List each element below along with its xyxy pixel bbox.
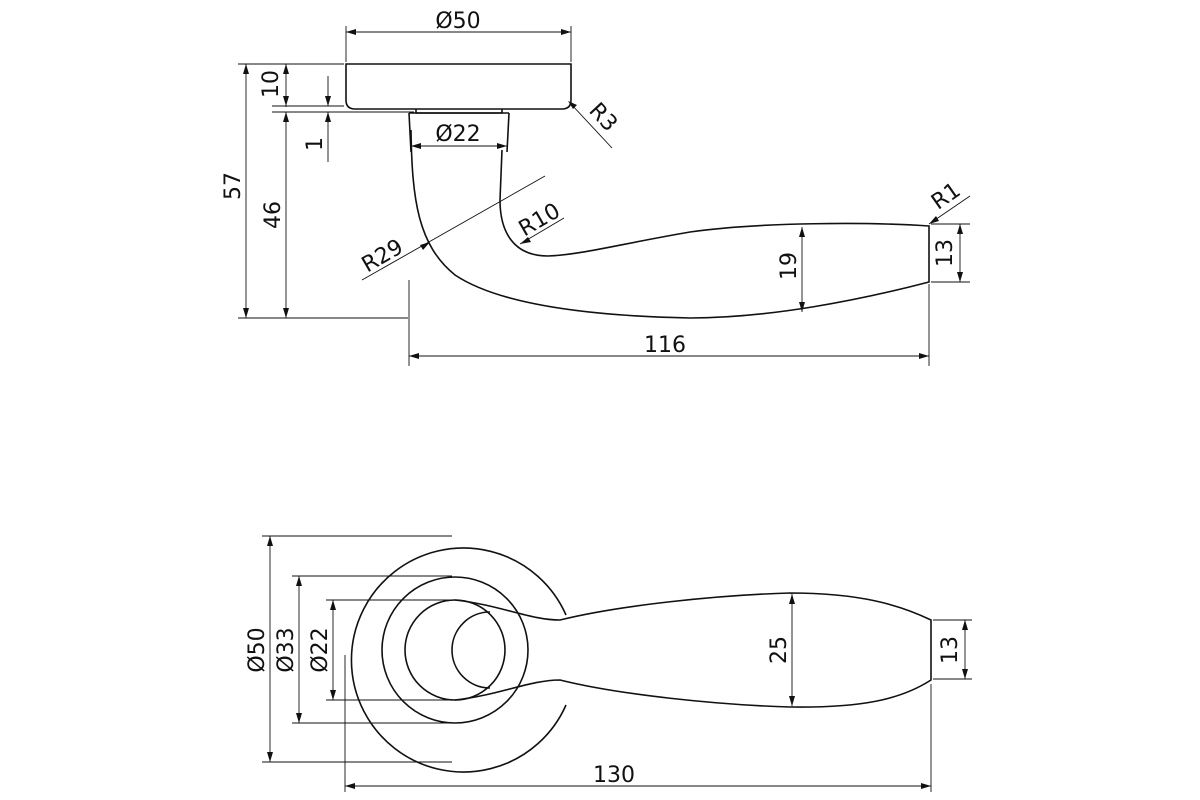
side-view: Ø50 57 10 1 46 Ø22 R3: [221, 9, 971, 366]
neck-inner-curve: [451, 611, 491, 689]
rosette-side: [345, 63, 572, 110]
lever-side-profile: [410, 129, 930, 319]
top-grip-width-label: 25: [767, 636, 792, 664]
top-neck-diameter-label: Ø22: [308, 627, 333, 672]
top-rosette-diameter-label: Ø50: [245, 627, 270, 672]
side-lever-length-label: 116: [644, 333, 686, 358]
top-overall-length-label: 130: [593, 763, 635, 788]
side-rosette-diameter-label: Ø50: [435, 9, 480, 34]
ring-circle: [381, 576, 529, 724]
side-gap-label: 1: [303, 137, 328, 151]
side-rosette-radius-label: R3: [584, 98, 622, 136]
rosette-circle: [350, 547, 567, 773]
neck-circle: [404, 599, 506, 701]
top-view: Ø50 Ø33 Ø22 25 13 130: [245, 535, 972, 792]
side-tip-height-label: 13: [933, 239, 958, 267]
side-outer-radius-label: R29: [358, 235, 408, 278]
side-rosette-thickness-label: 10: [259, 70, 284, 98]
top-ring-diameter-label: Ø33: [274, 627, 299, 672]
side-tip-radius-label: R1: [927, 178, 965, 215]
side-grip-height-label: 19: [777, 252, 802, 280]
side-inner-radius-label: R10: [515, 199, 565, 242]
side-neck-diameter-label: Ø22: [435, 122, 480, 147]
top-tip-width-label: 13: [938, 636, 963, 664]
side-lever-height-label: 46: [261, 201, 286, 229]
lever-plan-profile: [454, 592, 932, 708]
side-total-height-label: 57: [221, 172, 246, 200]
